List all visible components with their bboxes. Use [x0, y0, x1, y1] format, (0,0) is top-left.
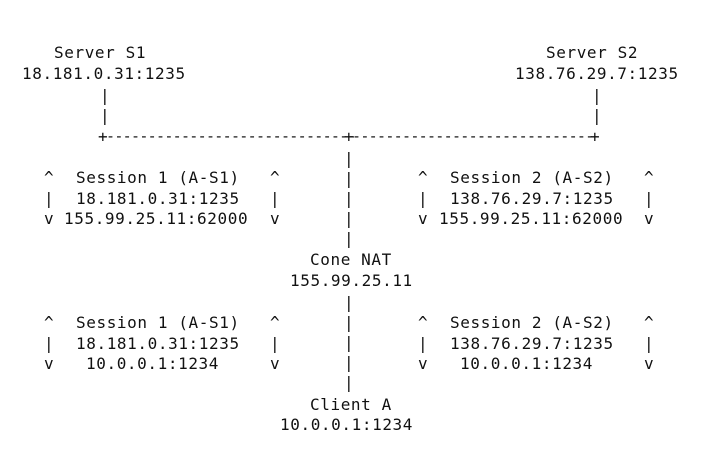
lower-trunk-1: | [344, 293, 355, 312]
lower-trunk-3: | [344, 333, 355, 352]
upper-session-1-label: Session 1 (A-S1) [76, 168, 240, 187]
upper-session-1-down-arrow-right: v [270, 209, 281, 228]
lower-session-2-down-arrow-right: v [644, 354, 655, 373]
server-s2-address: 138.76.29.7:1235 [515, 64, 679, 83]
upper-trunk-1: | [344, 149, 355, 168]
lower-session-1-down-arrow-right: v [270, 354, 281, 373]
lower-session-1-label: Session 1 (A-S1) [76, 313, 240, 332]
lower-session-2-down-arrow-left: v [418, 354, 429, 373]
nat-address: 155.99.25.11 [290, 271, 413, 290]
lower-session-1-up-arrow-right: ^ [270, 313, 281, 332]
upper-session-1-remote: 18.181.0.31:1235 [76, 189, 240, 208]
upper-session-2-label: Session 2 (A-S2) [450, 168, 614, 187]
client-address: 10.0.0.1:1234 [280, 415, 414, 434]
bus-junction-right: + [590, 127, 601, 146]
client-name: Client A [310, 395, 392, 414]
upper-session-1-up-arrow-left: ^ [44, 168, 55, 187]
server-s1-address: 18.181.0.31:1235 [22, 64, 186, 83]
upper-session-2-remote: 138.76.29.7:1235 [450, 189, 614, 208]
lower-session-2-remote: 138.76.29.7:1235 [450, 334, 614, 353]
upper-session-2-pipe-left: | [418, 189, 429, 208]
nat-name: Cone NAT [310, 250, 392, 269]
upper-session-2-down-arrow-left: v [418, 209, 429, 228]
upper-session-1-pipe-right: | [270, 189, 281, 208]
upper-session-1-down-arrow-left: v [44, 209, 55, 228]
lower-session-1-remote: 18.181.0.31:1235 [76, 334, 240, 353]
bus-dashes-left: ------------------------------ [106, 127, 357, 145]
upper-trunk-3: | [344, 189, 355, 208]
lower-session-1-down-arrow-left: v [44, 354, 55, 373]
server-s1-connector-2: | [100, 106, 111, 125]
server-s1-name: Server S1 [54, 43, 147, 62]
upper-session-1-up-arrow-right: ^ [270, 168, 281, 187]
lower-session-2-local: 10.0.0.1:1234 [460, 354, 594, 373]
bus-junction-left: + [98, 127, 109, 146]
lower-trunk-5: | [344, 373, 355, 392]
lower-session-1-pipe-right: | [270, 334, 281, 353]
lower-session-2-label: Session 2 (A-S2) [450, 313, 614, 332]
lower-session-2-pipe-right: | [644, 334, 655, 353]
upper-session-1-pipe-left: | [44, 189, 55, 208]
upper-trunk-4: | [344, 209, 355, 228]
lower-session-2-up-arrow-right: ^ [644, 313, 655, 332]
upper-session-2-pipe-right: | [644, 189, 655, 208]
lower-session-1-up-arrow-left: ^ [44, 313, 55, 332]
bus-junction-center: + [344, 127, 355, 146]
bus-dashes-right: ----------------------------- [352, 127, 594, 145]
lower-session-2-pipe-left: | [418, 334, 429, 353]
lower-trunk-2: | [344, 313, 355, 332]
server-s2-connector-2: | [592, 106, 603, 125]
upper-trunk-5: | [344, 229, 355, 248]
upper-session-1-local: 155.99.25.11:62000 [64, 209, 249, 228]
lower-session-1-pipe-left: | [44, 334, 55, 353]
upper-session-2-up-arrow-right: ^ [644, 168, 655, 187]
lower-trunk-4: | [344, 353, 355, 372]
upper-session-2-up-arrow-left: ^ [418, 168, 429, 187]
lower-session-2-up-arrow-left: ^ [418, 313, 429, 332]
server-s2-name: Server S2 [546, 43, 639, 62]
server-s1-connector-1: | [100, 86, 111, 105]
lower-session-1-local: 10.0.0.1:1234 [86, 354, 220, 373]
upper-session-2-local: 155.99.25.11:62000 [439, 209, 624, 228]
upper-trunk-2: | [344, 169, 355, 188]
upper-session-2-down-arrow-right: v [644, 209, 655, 228]
server-s2-connector-1: | [592, 86, 603, 105]
